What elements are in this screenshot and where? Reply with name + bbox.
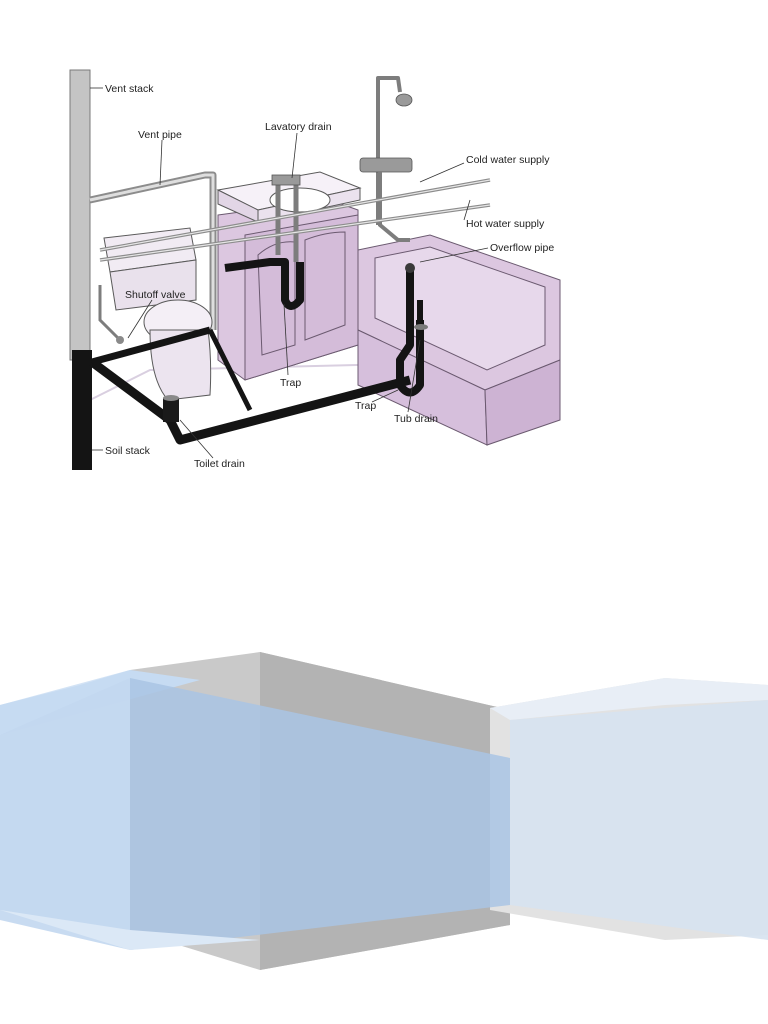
sink-basin <box>269 187 331 213</box>
toilet-tank-front <box>109 259 197 311</box>
leader-vent-pipe <box>159 139 163 186</box>
faucet-body <box>271 174 301 186</box>
label-vent-pipe: Vent pipe <box>138 129 182 141</box>
shutoff-valve-supply <box>98 285 122 342</box>
banner-left-blue-panel <box>0 678 130 950</box>
label-tub-drain: Tub drain <box>394 413 438 425</box>
bathtub-basin <box>374 246 546 371</box>
hot-supply-highlight <box>99 204 491 261</box>
banner-right-light-strip <box>490 678 768 720</box>
label-trap-sink: Trap <box>280 377 301 389</box>
leader-trap-sink <box>283 303 289 376</box>
tub-overflow-trap <box>396 268 424 397</box>
label-overflow-pipe: Overflow pipe <box>490 242 554 254</box>
tub-valve-body <box>359 157 413 173</box>
banner-center-blue-panel <box>130 678 510 950</box>
label-lavatory-drain: Lavatory drain <box>265 121 332 133</box>
leader-overflow-pipe <box>419 247 489 263</box>
toilet-base <box>149 329 212 401</box>
banner-bottom-sweep <box>0 910 260 950</box>
shower-head <box>395 93 413 107</box>
label-hot-water-supply: Hot water supply <box>466 218 545 230</box>
label-vent-stack: Vent stack <box>105 83 154 95</box>
label-trap-tub: Trap <box>355 400 376 412</box>
leader-tub-drain <box>407 339 421 413</box>
shutoff-valve <box>116 336 124 344</box>
shower-riser <box>376 76 402 225</box>
plumbing-illustration: Vent stack Vent pipe Lavatory drain Cold… <box>66 66 566 470</box>
soil-stack-pipe <box>72 350 92 470</box>
banner-right-blue-panel <box>510 700 768 940</box>
overflow-pipe-inlet <box>405 263 415 273</box>
label-cold-water-supply: Cold water supply <box>466 154 550 166</box>
main-drain-line <box>89 358 412 445</box>
leader-hot-water <box>463 199 471 221</box>
vent-stack-pipe <box>69 69 91 361</box>
leader-toilet-drain <box>179 419 214 459</box>
label-soil-stack: Soil stack <box>105 445 151 457</box>
leader-lavatory-drain <box>291 132 298 179</box>
vent-branch-drain <box>207 328 253 412</box>
vent-pipe-highlight <box>89 173 215 330</box>
cold-supply-highlight <box>99 179 491 251</box>
leader-trap-tub <box>371 389 399 403</box>
toilet-drain-flange <box>163 398 179 422</box>
tub-drain-opening <box>414 324 428 330</box>
vanity-door-right <box>304 231 346 341</box>
lavatory-trap <box>224 258 304 310</box>
vanity-door-left <box>257 241 296 356</box>
toilet-branch-drain <box>91 326 211 366</box>
leader-cold-water <box>419 162 465 183</box>
decorative-banner <box>0 652 768 970</box>
leader-shutoff-valve <box>127 299 153 339</box>
label-toilet-drain: Toilet drain <box>194 458 245 470</box>
plumbing-diagram: Vent stack Vent pipe Lavatory drain Cold… <box>0 0 768 480</box>
bathtub-end <box>484 359 561 446</box>
toilet-drain-top <box>163 395 179 401</box>
label-shutoff-valve: Shutoff valve <box>125 289 186 301</box>
